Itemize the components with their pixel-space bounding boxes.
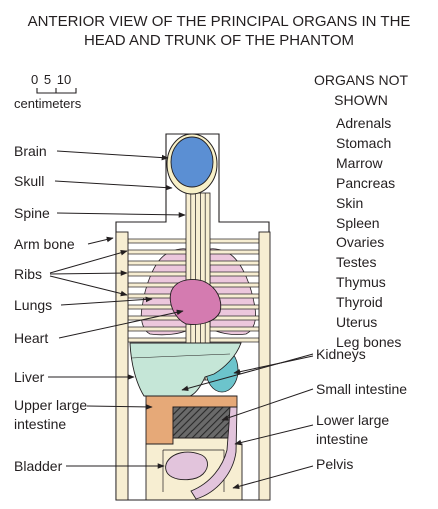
list-item: Ovaries [336, 234, 385, 251]
organs-not-shown-heading: ORGANS NOT SHOWN [305, 70, 417, 110]
label-arm-bone: Arm bone [14, 236, 75, 252]
leader-upper-large-intestine [86, 404, 153, 410]
leader-small-intestine [221, 388, 314, 421]
leader-kidneys-a [181, 353, 314, 392]
label-spine: Spine [14, 205, 50, 221]
label-lower-large-intestine-line-2: intestine [316, 431, 369, 447]
label-liver: Liver [14, 369, 45, 385]
arm-bone-left [115, 231, 129, 501]
leader-skull [54, 180, 173, 191]
scale-tick-10: 10 [56, 72, 72, 87]
liver [129, 342, 242, 397]
bladder [165, 451, 208, 481]
label-heart: Heart [14, 330, 49, 346]
lower-large-intestine [190, 406, 238, 500]
organs-not-shown-heading-line-1: ORGANS NOT [313, 72, 409, 88]
organs-not-shown-list: Adrenals Stomach Marrow Pancreas Skin Sp… [336, 114, 401, 353]
scale-tick-0: 0 [31, 72, 39, 87]
brain [170, 136, 214, 188]
label-bladder: Bladder [14, 458, 63, 474]
list-item: Skin [336, 194, 364, 211]
leader-ribs-2 [49, 270, 128, 276]
list-item: Marrow [336, 154, 383, 171]
label-pelvis: Pelvis [316, 456, 354, 472]
title-line-1: ANTERIOR VIEW OF THE PRINCIPAL ORGANS IN… [27, 13, 411, 30]
leader-ribs-1 [49, 250, 128, 274]
label-upper-large-intestine-line-1: Upper large [14, 397, 88, 413]
leader-ribs-3 [49, 275, 128, 297]
label-upper-large-intestine: Upper large intestine [14, 396, 87, 434]
label-lower-large-intestine-line-1: Lower large [316, 412, 390, 428]
leader-spine [56, 212, 186, 218]
label-upper-large-intestine-line-2: intestine [14, 416, 67, 432]
list-item: Adrenals [336, 115, 392, 131]
list-item: Stomach [336, 134, 392, 151]
leader-pelvis [232, 465, 314, 490]
label-small-intestine: Small intestine [316, 381, 408, 397]
title-line-2: HEAD AND TRUNK OF THE PHANTOM [83, 32, 355, 49]
leader-lungs [60, 296, 153, 306]
leader-heart [58, 309, 184, 339]
figure-title: ANTERIOR VIEW OF THE PRINCIPAL ORGANS IN… [0, 12, 438, 50]
list-item: Testes [336, 254, 377, 271]
list-item: Leg bones [336, 333, 402, 350]
list-item: Pancreas [336, 174, 396, 191]
label-ribs: Ribs [14, 266, 43, 282]
label-lower-large-intestine: Lower large intestine [316, 411, 389, 449]
scale-tick-labels: 0 5 10 [31, 72, 71, 87]
list-item: Spleen [336, 214, 380, 231]
label-skull: Skull [14, 173, 45, 189]
leader-lower-large-intestine [234, 424, 314, 446]
leader-brain [56, 150, 169, 161]
list-item: Thymus [336, 274, 386, 291]
label-lungs: Lungs [14, 297, 53, 313]
leader-arm-bone [87, 236, 114, 245]
small-intestine [172, 406, 231, 439]
leader-kidneys-b [233, 355, 314, 375]
scale-tick-5: 5 [43, 72, 52, 87]
label-kidneys: Kidneys [316, 346, 366, 362]
scale-bar [36, 88, 77, 94]
list-item: Thyroid [336, 294, 383, 311]
list-item: Uterus [336, 314, 378, 331]
label-brain: Brain [14, 143, 47, 159]
organs-not-shown-heading-line-2: SHOWN [334, 92, 388, 108]
leader-lines [48, 150, 314, 490]
scale-unit-label: centimeters [14, 96, 82, 111]
